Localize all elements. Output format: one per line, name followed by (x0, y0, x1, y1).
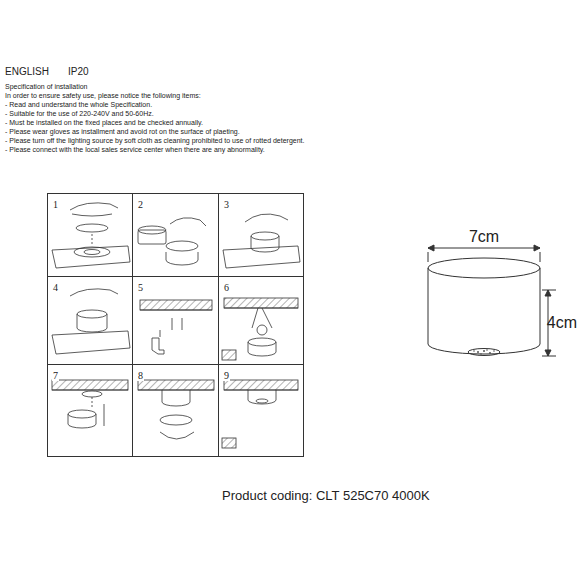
step-number: 9 (223, 370, 230, 381)
dimension-label: 7cm (469, 228, 499, 246)
step-panel: 9 (218, 364, 304, 457)
step-panel: 1 (47, 193, 133, 277)
spec-item: - Read and understand the whole Specific… (5, 101, 152, 109)
step-panel: 8 (132, 364, 219, 457)
spec-item: - Please wear gloves as installment and … (5, 128, 240, 136)
step-number: 7 (52, 370, 59, 381)
spec-intro: In order to ensure safety use, please no… (5, 92, 201, 100)
dimension-label: 4cm (547, 314, 577, 332)
step-panel: 7 (47, 364, 133, 457)
step-panel: 5 (132, 276, 219, 365)
ip-rating: IP20 (68, 66, 89, 77)
step-panel: 3 (218, 193, 304, 277)
step-number: 8 (137, 370, 144, 381)
spec-item: - Please turn off the lighting source by… (5, 137, 305, 145)
step-number: 6 (223, 282, 230, 293)
language-heading: ENGLISH (5, 66, 49, 77)
step-number: 2 (137, 199, 144, 210)
step-panel: 2 (132, 193, 219, 277)
step-panel: 6 (218, 276, 304, 365)
step-number: 1 (52, 199, 59, 210)
spec-item: - Suitable for the use of 220-240V and 5… (5, 110, 154, 118)
step-number: 4 (52, 282, 59, 293)
step-number: 5 (137, 282, 144, 293)
spec-item: - Must be installed on the fixed places … (5, 119, 203, 127)
step-number: 3 (223, 199, 230, 210)
step-panel: 4 (47, 276, 133, 365)
spec-heading: Specification of installation (5, 83, 88, 91)
product-code: Product coding: CLT 525C70 4000K (222, 489, 430, 503)
spec-item: - Please connect with the local sales se… (5, 146, 265, 154)
